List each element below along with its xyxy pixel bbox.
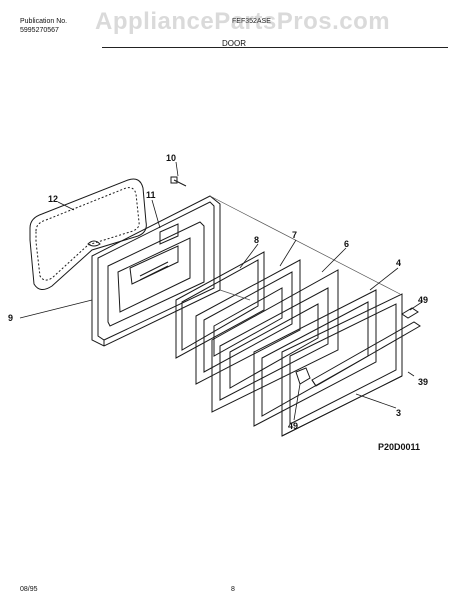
- callout-49-top: 49: [418, 295, 429, 305]
- leader-lines: [19, 161, 423, 421]
- explode-lines: [209, 195, 401, 301]
- callout-8: 8: [254, 235, 260, 245]
- glass-8: [175, 251, 265, 359]
- handle-cap-49-top: [401, 307, 419, 319]
- screw-10: [170, 176, 187, 187]
- glass-frame-7: [195, 259, 301, 385]
- callout-4: 4: [396, 258, 402, 268]
- publication-number: 5995270567: [20, 27, 59, 34]
- outer-door-panel-9: [91, 195, 221, 347]
- model-number: FEF352ASE: [232, 18, 271, 25]
- publication-label: Publication No.: [20, 18, 68, 25]
- watermark: AppliancePartsPros.com: [95, 8, 391, 35]
- callout-3: 3: [396, 408, 402, 418]
- callout-39: 39: [418, 377, 429, 387]
- callout-12: 12: [48, 194, 59, 204]
- footer-date: 08/95: [20, 586, 38, 593]
- diagram-code: P20D0011: [378, 442, 421, 452]
- callout-10: 10: [166, 153, 177, 163]
- callout-9: 9: [8, 313, 14, 323]
- section-title: DOOR: [222, 39, 246, 48]
- callout-49-bottom: 49: [288, 421, 299, 431]
- handle-cap-49-bottom: [295, 367, 311, 385]
- callout-11: 11: [146, 190, 156, 200]
- inner-glass-6: [211, 269, 339, 413]
- gasket-12: [29, 178, 147, 290]
- callout-7: 7: [292, 230, 298, 240]
- handle-39: [311, 321, 421, 387]
- header-rule: [102, 47, 448, 48]
- callout-6: 6: [344, 239, 350, 249]
- front-panel-3: [281, 293, 403, 437]
- door-liner-4: [253, 289, 377, 427]
- footer-page: 8: [231, 586, 235, 593]
